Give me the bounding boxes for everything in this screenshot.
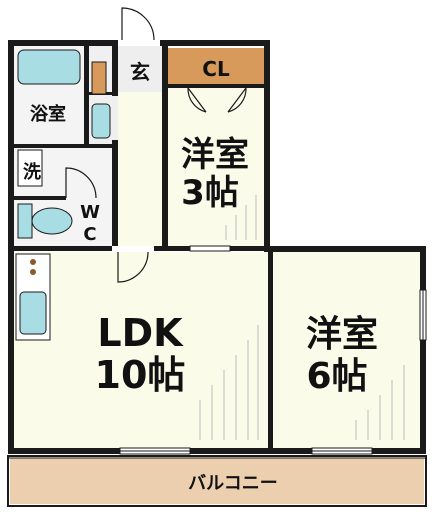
entrance-floor: [118, 44, 162, 92]
ldk-floor: [14, 252, 272, 452]
closet-area: [168, 48, 264, 86]
hall-floor: [118, 92, 166, 250]
floor-grain: [199, 195, 405, 440]
water-heater: [91, 61, 107, 95]
washroom-label: 洗: [23, 161, 41, 183]
western3-name: 洋室: [181, 135, 249, 175]
stove-burner-2: [30, 269, 36, 275]
toilet-tank: [17, 203, 33, 239]
stove-burner-1: [30, 259, 36, 265]
washbasin: [91, 103, 111, 139]
openings: [112, 40, 427, 455]
entrance-label: 玄: [130, 60, 150, 84]
balcony-label: バルコニー: [188, 473, 278, 494]
western3-floor: [168, 88, 264, 246]
western6-floor: [272, 252, 422, 452]
kitchen-sink: [19, 291, 47, 335]
balcony-rail: [7, 455, 427, 507]
ldk-size: 10帖: [95, 353, 186, 397]
fixtures: [15, 49, 111, 341]
balcony-area: [10, 458, 424, 504]
toilet-label-c: C: [83, 224, 96, 245]
washing-machine-pan: [17, 149, 43, 187]
closet-label: CL: [202, 57, 230, 81]
doors: [65, 7, 247, 283]
western3-size: 3帖: [181, 173, 239, 213]
toilet-label-w: W: [80, 202, 100, 223]
ldk-name: LDK: [97, 311, 184, 355]
bath-label: 浴室: [30, 103, 66, 125]
western6-name: 洋室: [306, 314, 378, 355]
toilet-bowl: [31, 207, 73, 235]
bathtub: [17, 49, 81, 85]
western6-size: 6帖: [306, 356, 367, 397]
walls: [8, 40, 426, 454]
